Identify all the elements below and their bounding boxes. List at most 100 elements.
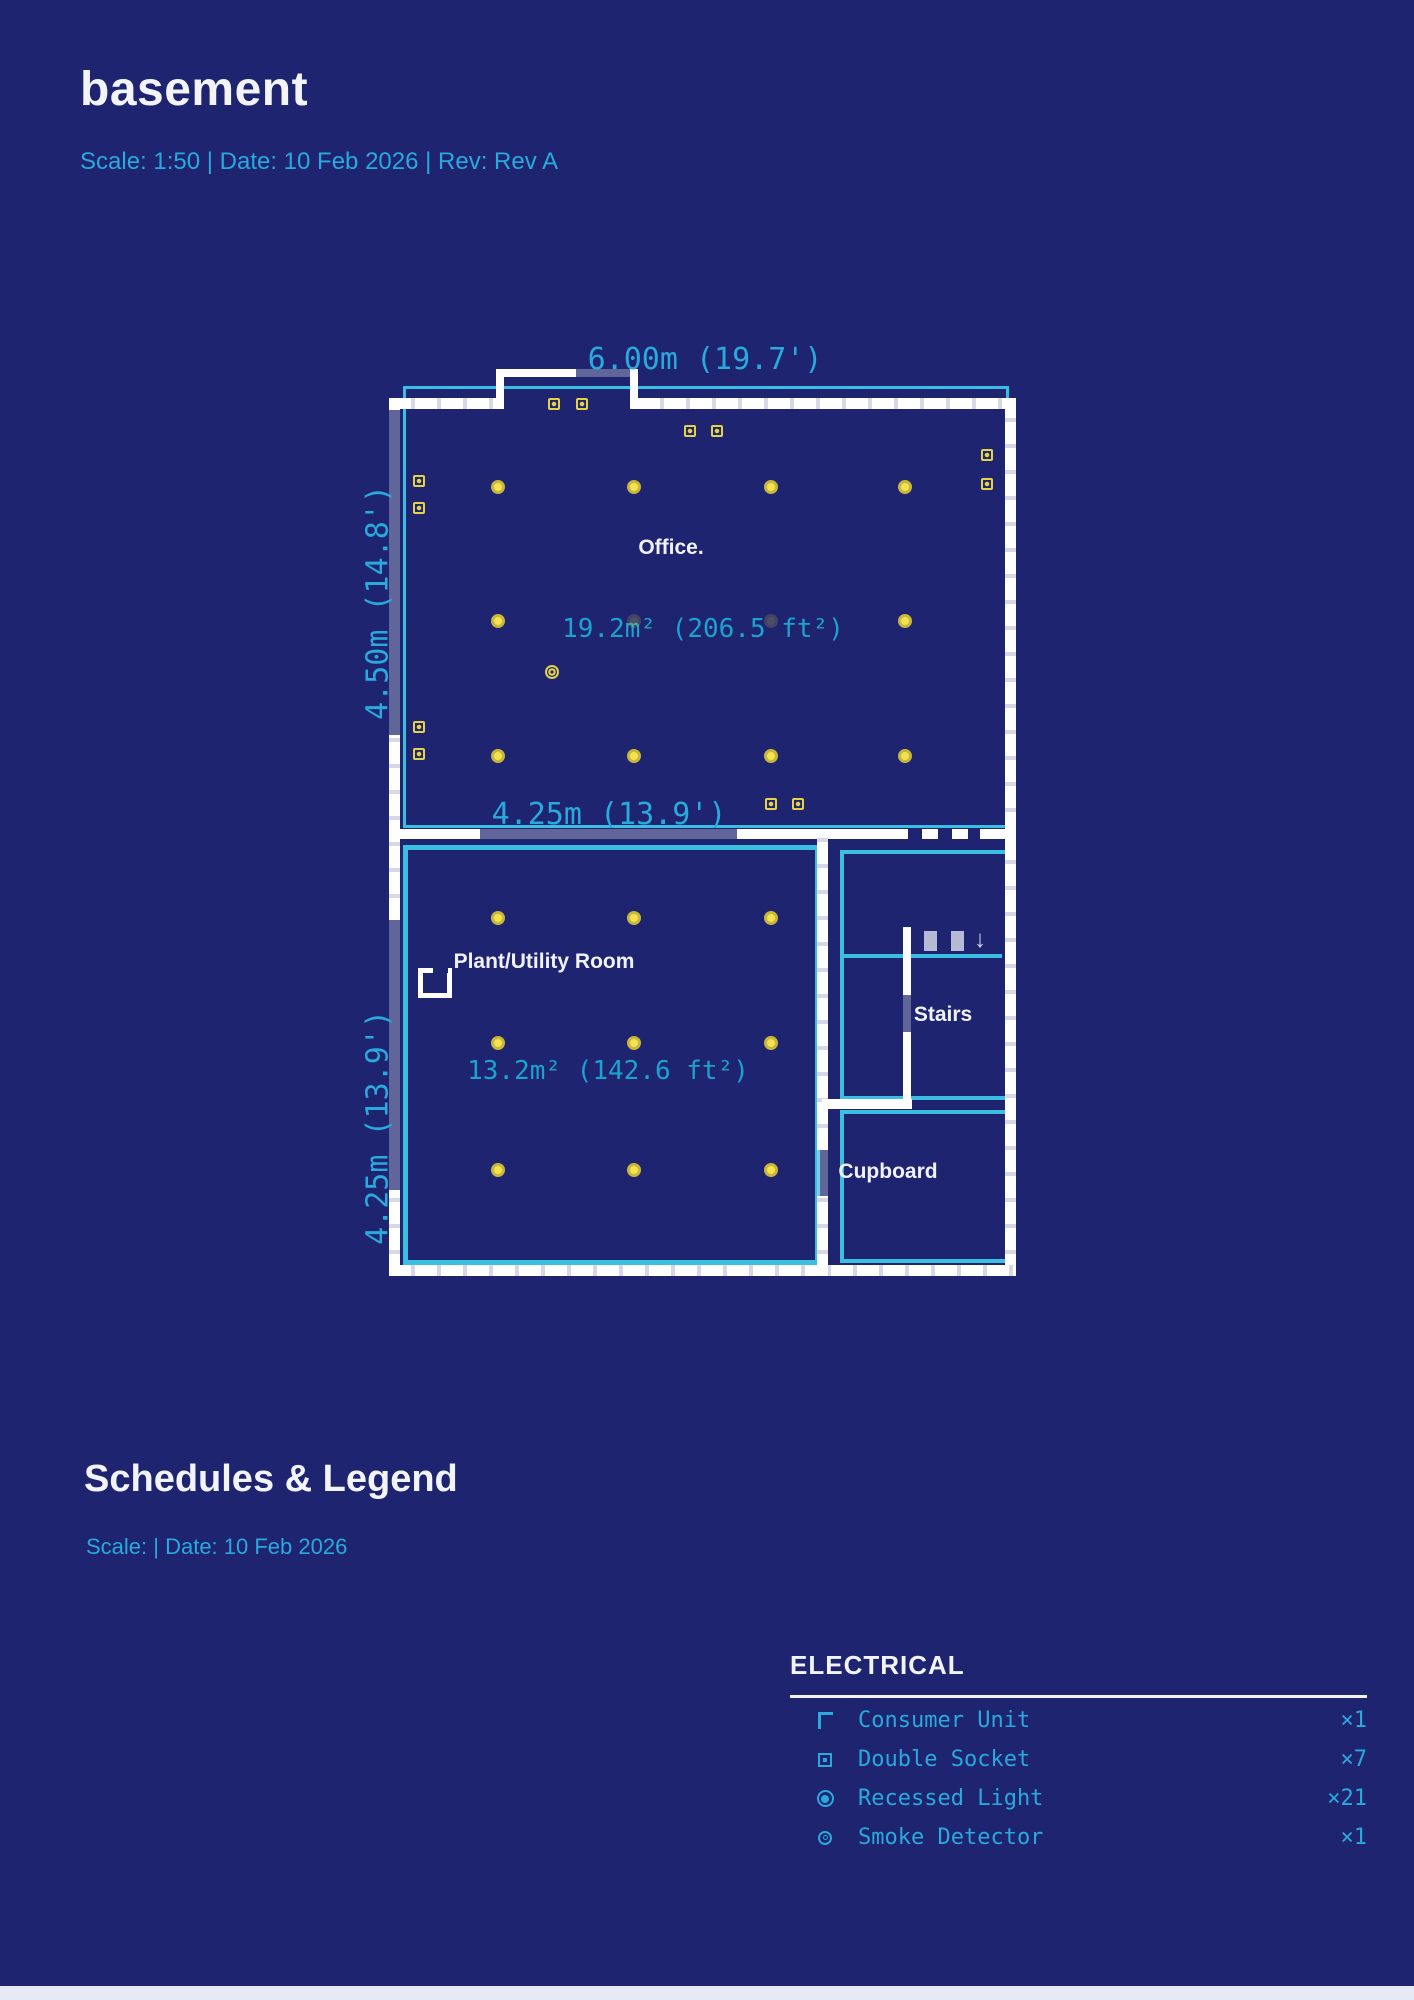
double-socket-symbol — [576, 398, 588, 410]
stairs-door-swing — [903, 995, 911, 1032]
window-left-plant — [389, 920, 400, 1190]
stairs-rail-bottom — [903, 1032, 911, 1099]
page-edge-bar — [0, 1986, 1414, 2000]
recessed-light-symbol-dim — [764, 614, 778, 628]
stair-tread-mark — [951, 931, 964, 951]
double-socket-symbol — [413, 502, 425, 514]
stairs-rail-top — [903, 927, 911, 995]
double-socket-symbol — [684, 425, 696, 437]
cupboard-outline — [840, 1110, 1010, 1263]
legend-row-recessed-light: Recessed Light ×21 — [790, 1779, 1367, 1818]
cupboard-label: Cupboard — [838, 1160, 938, 1183]
legend-label: Double Socket — [858, 1747, 1031, 1772]
recessed-light-symbol — [764, 480, 778, 494]
stairs-landing-line — [840, 954, 1002, 958]
recessed-light-symbol — [491, 1036, 505, 1050]
double-socket-symbol — [765, 798, 777, 810]
entry-door-opening — [576, 369, 638, 377]
recessed-light-symbol — [627, 911, 641, 925]
consumer-unit-symbol — [418, 968, 452, 998]
recessed-light-symbol — [491, 1163, 505, 1177]
double-socket-symbol — [413, 721, 425, 733]
double-socket-symbol — [711, 425, 723, 437]
recessed-light-symbol — [627, 480, 641, 494]
cupboard-door-opening — [817, 1150, 828, 1196]
wall-top-right — [638, 398, 1016, 409]
recessed-light-symbol — [491, 911, 505, 925]
dimension-plant-left: 4.25m (13.9') — [360, 1010, 396, 1245]
wall-bottom — [389, 1265, 1016, 1276]
office-label: Office. — [638, 536, 704, 559]
recessed-light-symbol — [491, 480, 505, 494]
legend-label: Consumer Unit — [858, 1708, 1031, 1733]
recessed-light-symbol — [491, 614, 505, 628]
divider-dim-bar — [480, 829, 737, 839]
recessed-light-symbol-dim — [627, 614, 641, 628]
legend-label: Smoke Detector — [858, 1825, 1044, 1850]
recessed-light-icon — [812, 1790, 838, 1807]
smoke-detector-symbol — [545, 665, 559, 679]
recessed-light-symbol — [898, 614, 912, 628]
recessed-light-symbol — [764, 1163, 778, 1177]
recessed-light-symbol — [491, 749, 505, 763]
wall-mid-vertical-b — [817, 1196, 828, 1276]
legend-title: ELECTRICAL — [790, 1650, 965, 1680]
plant-room-area: 13.2m² (142.6 ft²) — [467, 1056, 749, 1086]
stairs-outline — [840, 850, 1010, 1100]
wall-left-bottom — [389, 1190, 400, 1276]
window-left-office — [389, 410, 400, 735]
legend-row-double-socket: Double Socket ×7 — [790, 1740, 1367, 1779]
legend-row-smoke-detector: Smoke Detector ×1 — [790, 1818, 1367, 1857]
page-subtitle: Scale: 1:50 | Date: 10 Feb 2026 | Rev: R… — [80, 148, 559, 175]
dimension-office-left: 4.50m (14.8') — [360, 485, 396, 720]
smoke-detector-icon — [812, 1830, 838, 1845]
double-socket-symbol — [413, 475, 425, 487]
divider-wall-b — [737, 829, 892, 839]
divider-wall-a — [389, 829, 480, 839]
entry-recess-right-post — [630, 369, 638, 409]
dimension-top: 6.00m (19.7') — [587, 342, 823, 377]
electrical-legend: ELECTRICAL Consumer Unit ×1 Double Socke… — [790, 1650, 1367, 1857]
schedules-title: Schedules & Legend — [84, 1458, 458, 1500]
double-socket-symbol — [548, 398, 560, 410]
legend-divider-line — [790, 1695, 1367, 1698]
recessed-light-symbol — [627, 749, 641, 763]
recessed-light-symbol — [898, 480, 912, 494]
double-socket-icon — [812, 1752, 838, 1767]
divider-door-dashes — [892, 829, 980, 839]
office-area: 19.2m² (206.5 ft²) — [562, 614, 844, 644]
legend-count: ×21 — [1327, 1786, 1367, 1811]
stairs-bottom-wall — [822, 1099, 912, 1109]
double-socket-symbol — [792, 798, 804, 810]
recessed-light-symbol — [764, 911, 778, 925]
plant-room-outline — [403, 845, 820, 1265]
double-socket-symbol — [981, 449, 993, 461]
legend-label: Recessed Light — [858, 1786, 1044, 1811]
wall-mid-vertical — [817, 829, 828, 1150]
wall-left — [389, 398, 400, 410]
recessed-light-symbol — [764, 1036, 778, 1050]
stair-tread-mark — [924, 931, 937, 951]
dimension-divider: 4.25m (13.9') — [491, 797, 727, 832]
legend-count: ×1 — [1340, 1825, 1368, 1850]
page-title: basement — [80, 63, 309, 116]
entry-recess-top — [496, 369, 576, 377]
divider-wall-c — [980, 829, 1016, 839]
legend-count: ×7 — [1340, 1747, 1368, 1772]
recessed-light-symbol — [627, 1036, 641, 1050]
double-socket-symbol — [413, 748, 425, 760]
floor-plan: ↓ 6.00m (19.7') 4.50m (14.8') 4.25m (13.… — [360, 342, 1016, 1276]
recessed-light-symbol — [627, 1163, 641, 1177]
schedules-subtitle: Scale: | Date: 10 Feb 2026 — [86, 1534, 348, 1559]
plant-room-label: Plant/Utility Room — [453, 950, 635, 973]
recessed-light-symbol — [764, 749, 778, 763]
wall-top-left — [389, 398, 496, 409]
legend-count: ×1 — [1340, 1708, 1368, 1733]
stairs-label: Stairs — [913, 1003, 973, 1026]
wall-left-mid — [389, 735, 400, 920]
recessed-light-symbol — [898, 749, 912, 763]
double-socket-symbol — [981, 478, 993, 490]
consumer-unit-icon — [812, 1712, 838, 1729]
stairs-down-arrow: ↓ — [974, 926, 986, 953]
legend-row-consumer-unit: Consumer Unit ×1 — [790, 1701, 1367, 1740]
